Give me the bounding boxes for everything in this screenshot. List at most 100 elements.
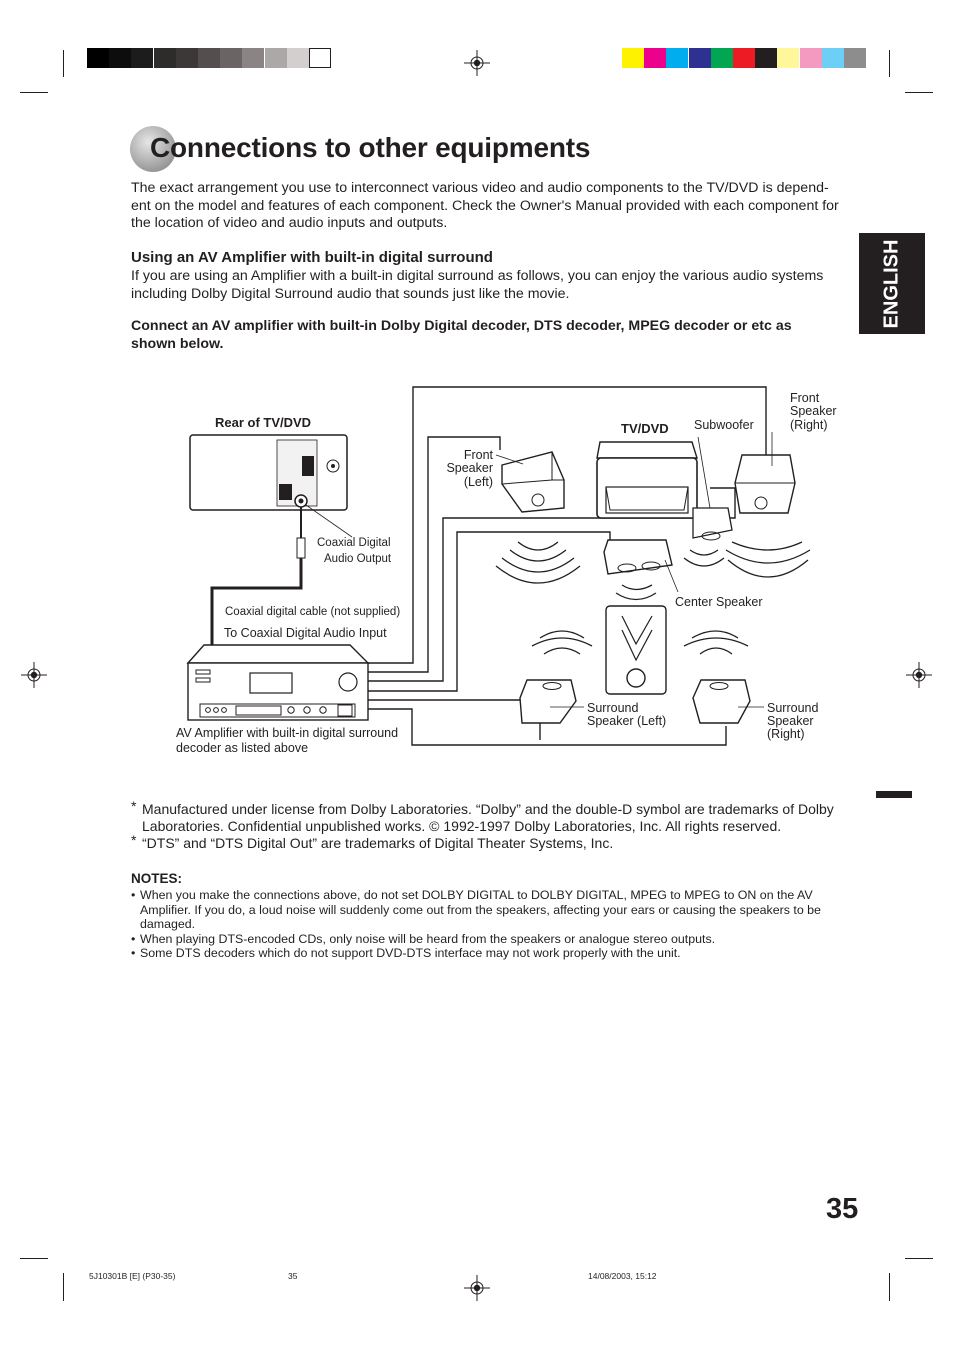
crop-mark — [63, 1273, 64, 1301]
trademark-asterisk: * — [131, 832, 137, 848]
coax-plug-icon — [296, 537, 306, 559]
wire-surround-right — [368, 708, 727, 746]
language-tab-label: ENGLISH — [880, 239, 903, 328]
section-heading: Using an AV Amplifier with built-in digi… — [131, 249, 493, 266]
wire-front-right — [368, 386, 767, 664]
footer-date: 14/08/2003, 15:12 — [588, 1271, 657, 1281]
note-bullet: • — [131, 946, 136, 960]
color-swatch — [755, 48, 778, 68]
color-swatch — [309, 48, 331, 68]
color-swatch — [175, 48, 198, 68]
crop-mark — [20, 1258, 48, 1259]
color-swatch — [242, 48, 265, 68]
note-item: When you make the connections above, do … — [140, 888, 821, 932]
footer-code: 5J10301B [E] (P30-35) — [89, 1271, 176, 1281]
jack-label-icon — [302, 456, 314, 476]
crop-mark — [889, 50, 890, 77]
surround-left-label-2: Speaker (Left) — [587, 714, 666, 728]
tv-top — [596, 441, 698, 459]
intro-paragraph: The exact arrangement you use to interco… — [131, 180, 839, 232]
front-right-label-3: (Right) — [790, 418, 828, 432]
title-bullet-circle — [130, 126, 176, 172]
volume-knob-icon — [338, 672, 358, 692]
color-swatch — [688, 48, 711, 68]
front-speaker-right-icon — [734, 454, 796, 514]
note-bullet: • — [131, 932, 136, 946]
amp-display — [249, 672, 293, 694]
cable-label: Coaxial digital cable (not supplied) — [225, 606, 400, 618]
crop-mark — [63, 50, 64, 77]
front-right-label-2: Speaker — [790, 404, 837, 418]
crop-mark — [20, 92, 48, 93]
note-item: When playing DTS-encoded CDs, only noise… — [140, 932, 716, 946]
color-swatch — [844, 48, 866, 68]
front-left-label-2: Speaker — [446, 461, 493, 475]
color-swatch — [153, 48, 176, 68]
registration-target-icon — [464, 1275, 490, 1301]
surround-right-label-3: (Right) — [767, 727, 805, 741]
registration-target-icon — [906, 662, 932, 688]
color-swatch — [799, 48, 822, 68]
page-title: Connections to other equipments — [150, 132, 591, 163]
color-swatch — [109, 48, 132, 68]
output-label-icon — [279, 484, 292, 500]
front-left-label-1: Front — [464, 448, 494, 462]
trademark-dts: “DTS” and “DTS Digital Out” are trademar… — [142, 835, 614, 851]
color-swatch — [644, 48, 667, 68]
registration-target-icon — [21, 662, 47, 688]
notes-heading: NOTES: — [131, 871, 183, 886]
crop-mark — [905, 1258, 933, 1259]
tv-label: TV/DVD — [621, 421, 669, 436]
wire-center — [368, 531, 611, 692]
listener-chair-icon — [605, 605, 667, 695]
color-swatch — [821, 48, 844, 68]
registration-target-icon — [464, 50, 490, 76]
connection-diagram: Rear of TV/DVD Coaxial Digital Audio Out… — [176, 386, 837, 755]
color-swatch — [733, 48, 755, 68]
amplifier-top — [186, 644, 370, 664]
coax-output-label-1: Coaxial Digital — [317, 537, 391, 549]
front-right-label-1: Front — [790, 391, 820, 405]
color-swatch — [710, 48, 733, 68]
color-swatch — [286, 48, 309, 68]
color-swatch — [622, 48, 644, 68]
page-number: 35 — [826, 1193, 859, 1225]
front-left-label-3: (Left) — [464, 475, 493, 489]
center-label: Center Speaker — [675, 595, 763, 609]
input-label: To Coaxial Digital Audio Input — [224, 626, 387, 640]
subwoofer-label: Subwoofer — [694, 418, 754, 432]
color-swatch — [777, 48, 800, 68]
trademark-asterisk: * — [131, 798, 137, 814]
surround-right-label-2: Speaker — [767, 714, 814, 728]
language-tab: ENGLISH — [859, 233, 925, 334]
center-speaker-icon — [603, 539, 673, 575]
surround-left-label-1: Surround — [587, 701, 638, 715]
color-swatch — [220, 48, 243, 68]
surround-right-label-1: Surround — [767, 701, 818, 715]
amp-label-2: decoder as listed above — [176, 741, 308, 755]
subwoofer-icon — [692, 507, 733, 539]
surround-speaker-left-icon — [519, 679, 577, 724]
side-marker-bar — [876, 791, 912, 798]
color-swatch — [198, 48, 220, 68]
note-bullet: • — [131, 888, 136, 902]
rear-label: Rear of TV/DVD — [215, 415, 311, 430]
color-swatch — [131, 48, 154, 68]
trademark-dolby: Manufactured under license from Dolby La… — [142, 801, 834, 834]
note-item: Some DTS decoders which do not support D… — [140, 946, 681, 960]
footer-page: 35 — [288, 1271, 298, 1281]
rear-panel — [189, 434, 348, 511]
color-swatch — [87, 48, 109, 68]
coax-output-label-2: Audio Output — [324, 553, 392, 565]
surround-speaker-right-icon — [692, 679, 751, 724]
color-swatch — [666, 48, 689, 68]
section-paragraph: If you are using an Amplifier with a bui… — [131, 268, 824, 302]
crop-mark — [905, 92, 933, 93]
amp-label-1: AV Amplifier with built-in digital surro… — [176, 726, 398, 740]
crop-mark — [889, 1273, 890, 1301]
color-swatch — [264, 48, 287, 68]
wire-front-left — [368, 436, 501, 673]
wire-subwoofer — [368, 487, 736, 682]
instruction-text: Connect an AV amplifier with built-in Do… — [131, 318, 792, 352]
listener-head — [626, 668, 646, 688]
